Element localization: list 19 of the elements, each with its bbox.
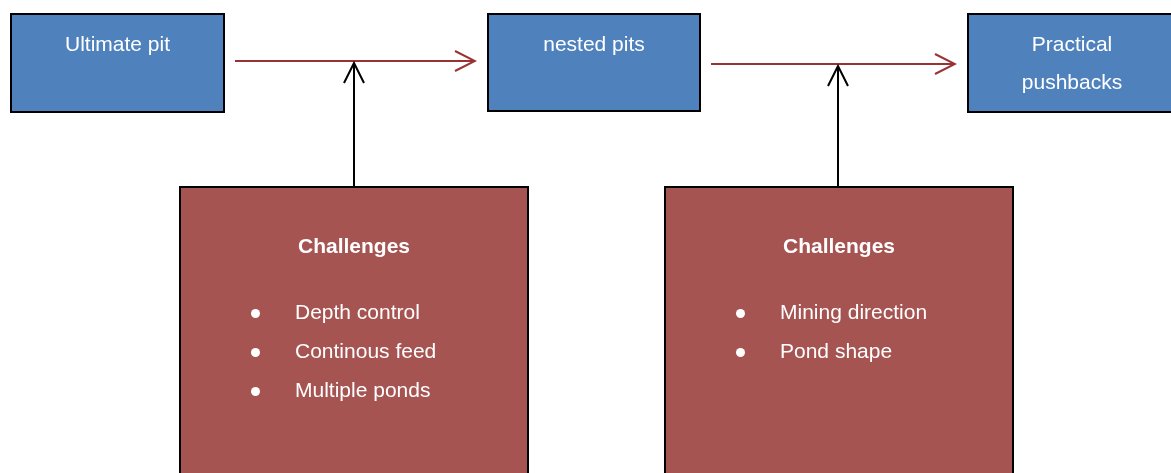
box-label: Ultimate pit: [65, 32, 170, 55]
arrow: [827, 65, 849, 187]
challenge-box: [179, 186, 529, 473]
arrow: [343, 62, 365, 187]
process-box: [487, 13, 701, 112]
box-heading: Challenges: [781, 234, 896, 258]
arrow: [234, 50, 476, 72]
process-box: [967, 13, 1171, 113]
bullet-item: Multiple ponds: [295, 378, 431, 402]
arrow: [710, 53, 956, 75]
bullet-item: Continous feed: [295, 339, 437, 363]
bullet-item: Pond shape: [780, 339, 893, 363]
challenge-box: [664, 186, 1014, 473]
box-label: Practical pushbacks: [1021, 32, 1123, 93]
bullet-item: Depth control: [295, 300, 420, 324]
box-label: nested pits: [543, 32, 645, 55]
bullet-item: Mining direction: [780, 300, 928, 324]
process-box: [10, 13, 225, 113]
box-heading: Challenges: [296, 234, 411, 258]
